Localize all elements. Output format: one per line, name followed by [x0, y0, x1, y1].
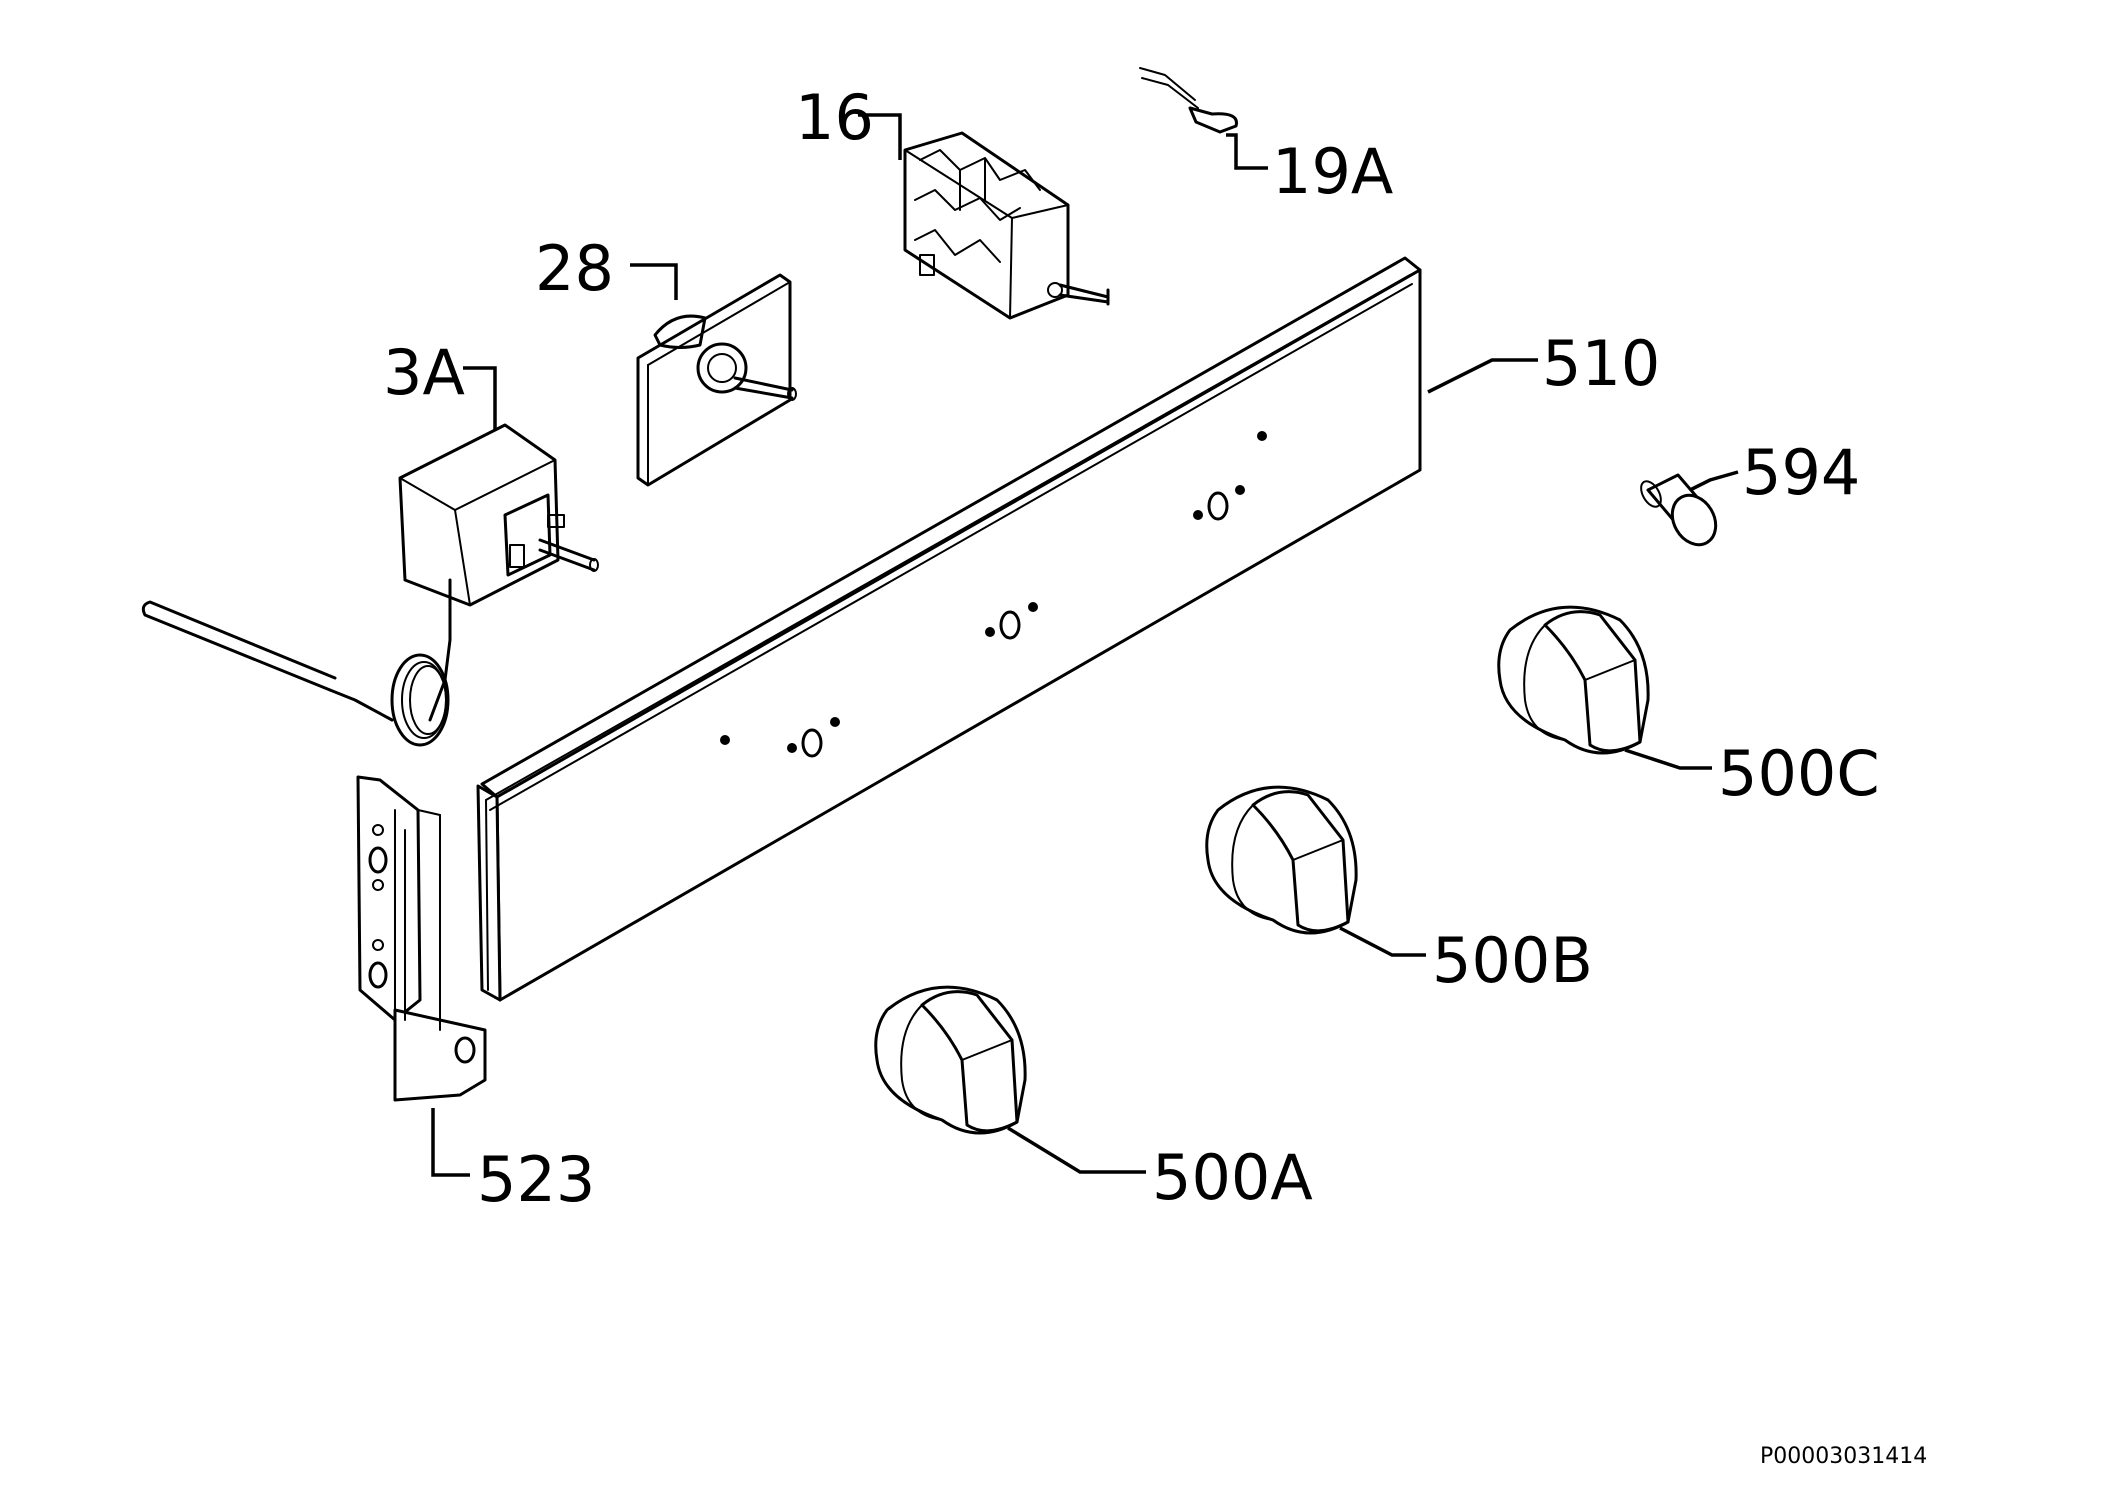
lamp-cover-drawing: [1640, 473, 1718, 547]
label-500c: 500C: [1718, 737, 1880, 810]
document-code: P00003031414: [1760, 1444, 1927, 1469]
label-594: 594: [1742, 436, 1860, 509]
label-3a: 3A: [383, 336, 465, 409]
leader-lines: [431, 113, 1739, 1177]
label-500b: 500B: [1432, 924, 1593, 997]
label-19a: 19A: [1272, 135, 1393, 208]
knob-500b-drawing: [1205, 785, 1358, 935]
regulator-drawing: [636, 273, 797, 487]
label-500a: 500A: [1152, 1141, 1313, 1214]
label-28: 28: [535, 232, 614, 305]
label-510: 510: [1542, 327, 1660, 400]
control-panel-drawing: [476, 256, 1422, 1002]
knob-500a-drawing: [874, 985, 1027, 1135]
knob-500c-drawing: [1497, 605, 1650, 755]
label-16: 16: [795, 81, 874, 154]
bracket-drawing: [356, 775, 487, 1102]
switch-block-drawing: [903, 131, 1110, 320]
lamp-drawing: [1139, 67, 1238, 134]
thermostat-drawing: [141, 423, 599, 747]
label-523: 523: [477, 1143, 595, 1216]
